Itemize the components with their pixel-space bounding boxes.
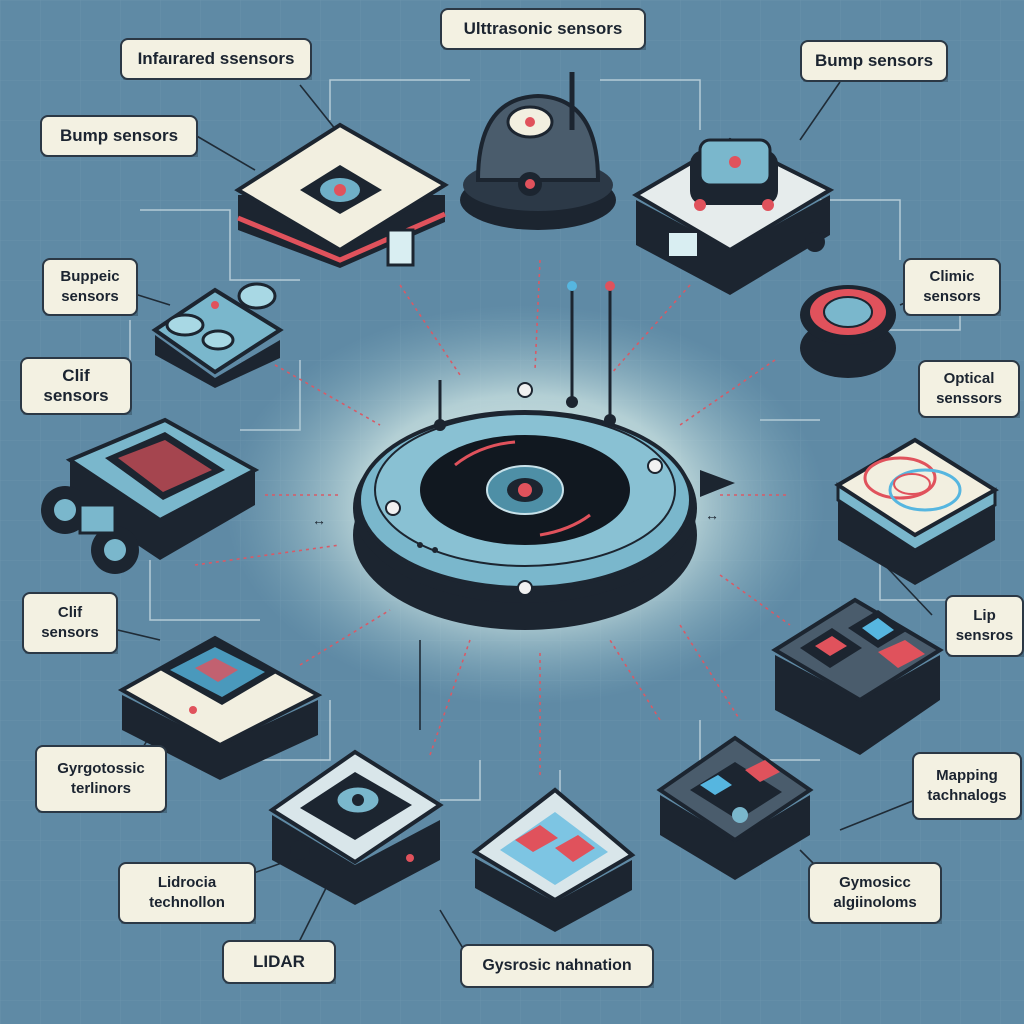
- label-optical-wrap: Optical senssors: [918, 360, 1020, 418]
- label-buppeic: Buppeic sensors: [42, 258, 138, 316]
- label-buppeic-wrap: Buppeic sensors: [42, 258, 138, 316]
- label-ultrasonic-wrap: Ulttrasonic sensors: [440, 8, 646, 50]
- label-mapping-wrap: Mapping tachnalogs: [912, 752, 1022, 820]
- label-clif-upper: Clif sensors: [20, 357, 132, 415]
- label-infrared: Infaırared ssensors: [120, 38, 312, 80]
- label-gyrgotossic: Gyrgotossic terlinors: [35, 745, 167, 813]
- label-bump-top-right: Bump sensors: [800, 40, 948, 82]
- label-bump-left: Bump sensors: [40, 115, 198, 157]
- label-gyrsrosic-wrap: Gysrosic nahnation: [460, 944, 654, 988]
- label-lidar-wrap: LIDAR: [222, 940, 336, 984]
- label-bump-top-right-wrap: Bump sensors: [800, 40, 948, 82]
- label-climic: Climic sensors: [903, 258, 1001, 316]
- label-clif-lower-wrap: Clif sensors: [22, 592, 118, 654]
- label-gymosicc: Gymosicc algiinoloms: [808, 862, 942, 924]
- label-optical: Optical senssors: [918, 360, 1020, 418]
- label-gyrgotossic-wrap: Gyrgotossic terlinors: [35, 745, 167, 813]
- label-clif-upper-wrap: Clif sensors: [20, 357, 132, 415]
- label-ultrasonic: Ulttrasonic sensors: [440, 8, 646, 50]
- svg-text:↔: ↔: [705, 507, 719, 523]
- climic-sensor-icon: [800, 285, 896, 378]
- label-gyrsrosic: Gysrosic nahnation: [460, 944, 654, 988]
- label-mapping: Mapping tachnalogs: [912, 752, 1022, 820]
- label-lidar: LIDAR: [222, 940, 336, 984]
- svg-text:↔: ↔: [312, 512, 326, 528]
- label-lidrocia: Lidrocia technollon: [118, 862, 256, 924]
- label-lip: Lip sensros: [945, 595, 1024, 657]
- label-lip-wrap: Lip sensros: [945, 595, 1024, 657]
- label-lidrocia-wrap: Lidrocia technollon: [118, 862, 256, 924]
- label-gymosicc-wrap: Gymosicc algiinoloms: [808, 862, 942, 924]
- label-bump-left-wrap: Bump sensors: [40, 115, 198, 157]
- label-infrared-wrap: Infaırared ssensors: [120, 38, 312, 80]
- label-clif-lower: Clif sensors: [22, 592, 118, 654]
- label-climic-wrap: Climic sensors: [903, 258, 1001, 316]
